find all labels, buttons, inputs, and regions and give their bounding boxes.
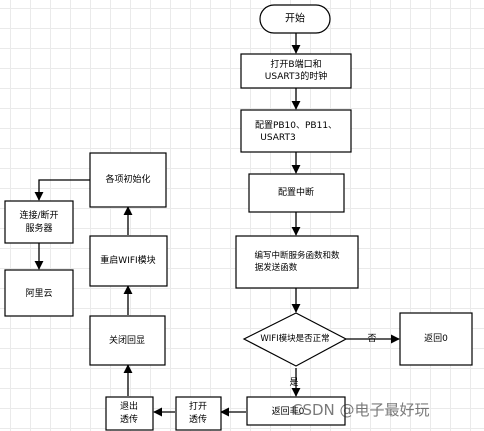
node-config-pins (240, 109, 352, 153)
exit-passthrough-label-line1: 退出 (120, 400, 138, 412)
open-passthrough-label-line2: 透传 (189, 413, 207, 425)
open-clock-label-line2: USART3的时钟 (265, 70, 327, 82)
edge-no-label: 否 (367, 333, 376, 344)
nodes (4, 4, 473, 431)
connect-server-label-line2: 服务器 (25, 222, 52, 234)
return-zero-label: 返回0 (424, 332, 448, 344)
write-funcs-label-line2: 据发送函数 (255, 262, 298, 273)
node-return-nonzero (246, 396, 346, 426)
edge-init-all-to-connect-server (34, 179, 90, 201)
init-all-label: 各项初始化 (105, 173, 150, 185)
wifi-check-label: WIFI模块是否正常 (260, 333, 329, 344)
node-exit-passthrough (105, 396, 154, 431)
node-aliyun (4, 269, 74, 317)
node-connect-server (4, 200, 74, 244)
node-config-interrupt (248, 173, 345, 213)
node-open-passthrough (175, 396, 222, 431)
node-return-zero (399, 312, 473, 366)
labels: 开始 打开B端口和 USART3的时钟 配置PB10、PB11、 USART3 … (19, 12, 448, 426)
node-close-echo (89, 315, 166, 366)
close-echo-label: 关闭回显 (109, 334, 145, 346)
node-restart-wifi (89, 235, 168, 287)
restart-wifi-label: 重启WIFI模块 (100, 254, 155, 266)
node-wifi-check (242, 312, 348, 367)
node-start (259, 4, 331, 34)
return-nonzero-label: 返回非0 (272, 405, 305, 417)
write-funcs-label-line1: 编写中断服务函数和数 (254, 250, 340, 261)
exit-passthrough-label-line2: 透传 (120, 413, 138, 425)
start-label: 开始 (285, 12, 305, 25)
aliyun-label: 阿里云 (25, 288, 52, 299)
connect-server-label-line1: 连接/断开 (19, 209, 58, 221)
node-open-clock (240, 53, 352, 89)
node-init-all (89, 152, 167, 208)
open-passthrough-label-line1: 打开 (189, 400, 207, 412)
open-clock-label-line1: 打开B端口和 (270, 58, 321, 70)
config-pins-label-line1: 配置PB10、PB11、 (255, 120, 337, 131)
edges (34, 33, 400, 417)
edge-yes-label: 是 (289, 377, 298, 388)
config-interrupt-label: 配置中断 (278, 186, 314, 198)
node-write-funcs (235, 235, 359, 289)
config-pins-label-line2: USART3 (260, 133, 295, 143)
